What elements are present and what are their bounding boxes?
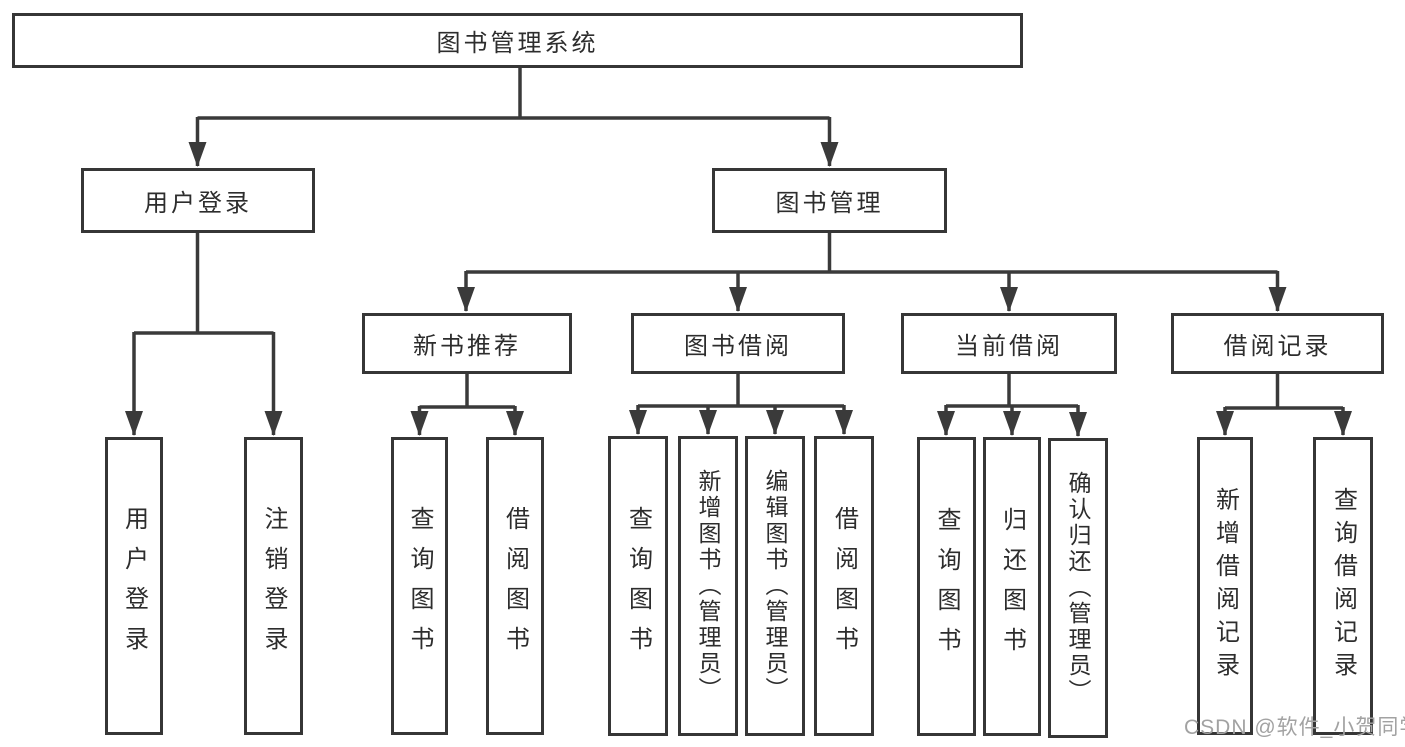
leaf-query-borrow-record: 查询借阅记录 <box>1313 437 1373 735</box>
leaf-borrow-books-recommend: 借阅图书 <box>486 437 544 735</box>
leaf-confirm-return-admin: 确认归还（管理员） <box>1048 438 1108 738</box>
node-borrow-records: 借阅记录 <box>1171 313 1384 374</box>
leaf-add-books-admin: 新增图书（管理员） <box>678 436 738 736</box>
node-current-borrow: 当前借阅 <box>901 313 1117 374</box>
node-user-login: 用户登录 <box>81 168 315 233</box>
node-new-book-recommend: 新书推荐 <box>362 313 572 374</box>
node-book-borrow: 图书借阅 <box>631 313 845 374</box>
leaf-query-books-current: 查询图书 <box>917 437 976 736</box>
leaf-edit-books-admin: 编辑图书（管理员） <box>745 436 805 736</box>
leaf-query-books-borrow: 查询图书 <box>608 436 668 736</box>
watermark: CSDN @软件_小贺同学 <box>1184 716 1405 739</box>
leaf-query-books-recommend: 查询图书 <box>391 437 448 735</box>
leaf-borrow-books: 借阅图书 <box>814 436 874 736</box>
node-library-management-system: 图书管理系统 <box>12 13 1023 68</box>
leaf-return-books: 归还图书 <box>983 437 1041 736</box>
leaf-logout: 注销登录 <box>244 437 303 735</box>
leaf-add-borrow-record: 新增借阅记录 <box>1197 437 1253 735</box>
node-book-management: 图书管理 <box>712 168 947 233</box>
leaf-user-login: 用户登录 <box>105 437 163 735</box>
